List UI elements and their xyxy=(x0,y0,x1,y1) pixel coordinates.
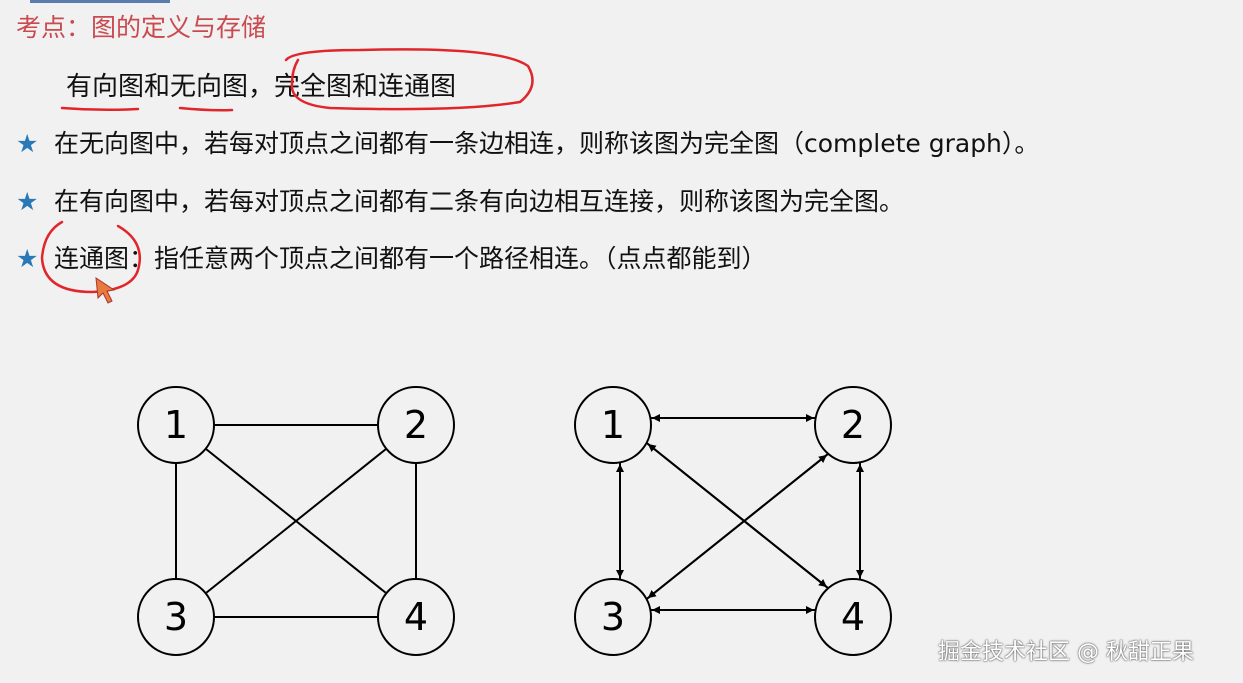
edge-4-1 xyxy=(647,443,829,589)
directed-complete-graph: 1 2 3 4 xyxy=(574,386,892,656)
circle-complete-connected xyxy=(284,48,534,111)
bullet-text: 在有向图中，若每对顶点之间都有二条有向边相互连接，则称该图为完全图。 xyxy=(54,187,905,216)
node-label: 1 xyxy=(601,403,625,447)
node-1: 1 xyxy=(574,386,652,464)
node-label: 4 xyxy=(404,595,428,639)
bullet-complete-directed: ★ 在有向图中，若每对顶点之间都有二条有向边相互连接，则称该图为完全图。 xyxy=(16,182,904,218)
bullet-text: 连通图：指任意两个顶点之间都有一个路径相连。（点点都能到） xyxy=(54,244,767,273)
node-3: 3 xyxy=(574,578,652,656)
node-3: 3 xyxy=(137,578,215,656)
bullet-complete-undirected: ★ 在无向图中，若每对顶点之间都有一条边相连，则称该图为完全图（complete … xyxy=(16,124,1039,160)
node-label: 2 xyxy=(841,403,865,447)
underline-undirected xyxy=(178,106,234,112)
circle-connected xyxy=(40,220,141,294)
node-2: 2 xyxy=(814,386,892,464)
subtitle: 有向图和无向图，完全图和连通图 xyxy=(66,72,457,102)
star-icon: ★ xyxy=(16,187,39,216)
node-label: 1 xyxy=(164,403,188,447)
star-icon: ★ xyxy=(16,129,39,158)
watermark: 掘金技术社区 @ 秋甜正果 xyxy=(938,640,1194,665)
node-label: 3 xyxy=(164,595,188,639)
node-2: 2 xyxy=(377,386,455,464)
node-1: 1 xyxy=(137,386,215,464)
node-label: 3 xyxy=(601,595,625,639)
undirected-complete-graph: 1 2 3 4 xyxy=(137,386,455,656)
node-label: 2 xyxy=(404,403,428,447)
page-title: 考点：图的定义与存储 xyxy=(16,13,267,42)
underline-directed xyxy=(60,106,140,112)
bullet-connected: ★ 连通图：指任意两个顶点之间都有一个路径相连。（点点都能到） xyxy=(16,239,767,275)
edge-3-2 xyxy=(646,454,828,600)
star-icon: ★ xyxy=(16,244,39,273)
node-4: 4 xyxy=(377,578,455,656)
mouse-cursor-icon xyxy=(95,276,116,304)
edge-2-3 xyxy=(205,447,387,594)
title-accent-bar xyxy=(30,0,170,3)
node-4: 4 xyxy=(814,578,892,656)
node-label: 4 xyxy=(841,595,865,639)
bullet-text: 在无向图中，若每对顶点之间都有一条边相连，则称该图为完全图（complete g… xyxy=(54,129,1040,158)
